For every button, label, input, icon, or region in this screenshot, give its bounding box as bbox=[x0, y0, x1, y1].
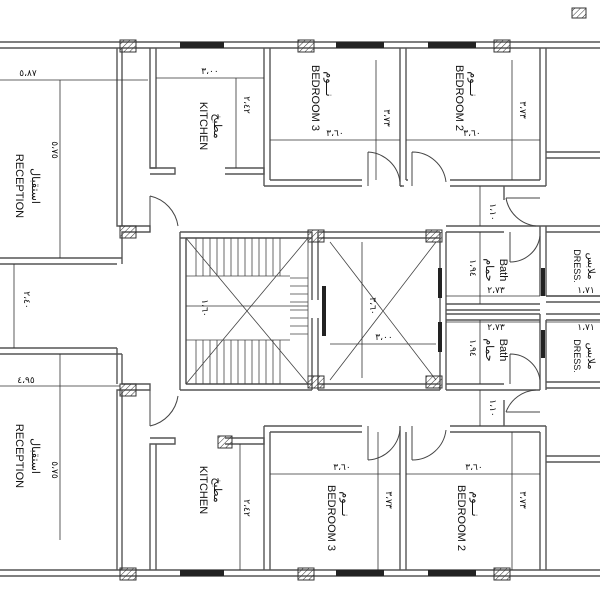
dress-bottom-label: DRESS. bbox=[572, 339, 582, 373]
reception-bottom-ar: استقبال bbox=[29, 438, 41, 474]
door bbox=[509, 232, 541, 263]
column bbox=[119, 39, 137, 53]
dim-bed3-bottom-h: ٣،٧٣ bbox=[383, 491, 393, 509]
dress-top-ar: ملابس bbox=[585, 253, 596, 280]
bath-bottom-label: Bath bbox=[497, 339, 509, 362]
dim-dress-top-w: ١،٧١ bbox=[577, 286, 594, 296]
door bbox=[509, 353, 541, 384]
dim-bed2-bottom-h: ٣،٧٣ bbox=[517, 491, 527, 509]
column bbox=[571, 7, 587, 19]
door bbox=[411, 426, 447, 461]
bedroom3-bottom-label: BEDROOM 3 bbox=[325, 485, 337, 551]
dim-door-bottom: ١،١٠ bbox=[487, 399, 497, 416]
dim-door-top: ١،١٠ bbox=[487, 203, 497, 220]
dress-top-label: DRESS. bbox=[572, 249, 582, 283]
door bbox=[411, 151, 447, 186]
dim-lobby-w: ٣،٠٠ bbox=[375, 333, 392, 343]
window bbox=[438, 322, 442, 352]
dim-corridor-height: ٢،٤٠ bbox=[21, 291, 31, 308]
dimension-lines bbox=[0, 60, 600, 570]
bedroom2-bottom-label: BEDROOM 2 bbox=[455, 485, 467, 551]
door bbox=[505, 389, 540, 413]
kitchen-bottom-label: KITCHEN bbox=[197, 466, 209, 514]
dim-bed2-top-w: ٣،٦٠ bbox=[463, 129, 480, 139]
reception-top-label: RECEPTION bbox=[13, 154, 25, 218]
dim-bed2-top-h: ٣،٧٣ bbox=[517, 101, 527, 119]
door bbox=[505, 197, 540, 227]
column bbox=[425, 229, 443, 243]
window bbox=[438, 268, 442, 298]
door bbox=[367, 151, 401, 186]
bedroom3-top-label: BEDROOM 3 bbox=[309, 65, 321, 131]
column bbox=[217, 435, 233, 449]
dim-bed3-top-w: ٣،٦٠ bbox=[326, 129, 343, 139]
dim-stair-w: ١،٦٠ bbox=[199, 299, 209, 316]
dim-bed2-bottom-w: ٣،٦٠ bbox=[465, 463, 482, 473]
dim-kitchen-top-w: ٣،٠٠ bbox=[201, 67, 218, 77]
window bbox=[180, 570, 224, 576]
dim-kitchen-bottom-h: ٢،٤٢ bbox=[241, 499, 251, 517]
dim-bath-top-h: ١،٩٤ bbox=[467, 259, 477, 277]
column bbox=[493, 567, 511, 581]
bedroom2-bottom-ar: نـــوم bbox=[469, 491, 481, 516]
room-labels: RECEPTION استقبال RECEPTION استقبال KITC… bbox=[13, 65, 596, 551]
column bbox=[297, 567, 315, 581]
column bbox=[119, 383, 137, 397]
reception-bottom-label: RECEPTION bbox=[13, 424, 25, 488]
window bbox=[322, 286, 326, 336]
bath-top-label: Bath bbox=[497, 259, 509, 282]
dim-lobby-h: ٣،٦٠ bbox=[367, 297, 377, 314]
window bbox=[541, 268, 545, 296]
dim-dress-bottom-w: ١،٧١ bbox=[577, 323, 594, 333]
kitchen-top-ar: مطبخ bbox=[211, 113, 223, 138]
kitchen-bottom-ar: مطبخ bbox=[211, 477, 223, 502]
column bbox=[425, 375, 443, 389]
walls bbox=[0, 41, 600, 577]
bedroom2-top-label: BEDROOM 2 bbox=[453, 65, 465, 131]
dim-rec-bottom-width: ٤،٩٥ bbox=[17, 376, 35, 386]
bedroom3-top-ar: نـــوم bbox=[323, 71, 335, 96]
dim-rec-top-height: ٥،٧٥ bbox=[49, 141, 59, 159]
dim-rec-top-width: ٥،٨٧ bbox=[19, 69, 37, 79]
window bbox=[336, 42, 384, 48]
door bbox=[367, 426, 401, 461]
column bbox=[297, 39, 315, 53]
window bbox=[428, 42, 476, 48]
doors bbox=[149, 151, 541, 461]
door bbox=[149, 390, 179, 427]
column bbox=[307, 229, 325, 243]
dim-bath-bottom-h: ١،٩٤ bbox=[467, 339, 477, 357]
staircase bbox=[185, 237, 437, 385]
kitchen-top-label: KITCHEN bbox=[197, 102, 209, 150]
window bbox=[336, 570, 384, 576]
column bbox=[119, 225, 137, 239]
windows bbox=[180, 42, 545, 576]
bedroom2-top-ar: نـــوم bbox=[467, 71, 479, 96]
bath-bottom-ar: حمام bbox=[483, 338, 495, 361]
dim-bath-bottom-w: ٢،٧٣ bbox=[487, 323, 505, 333]
dim-rec-bottom-height: ٥،٧٥ bbox=[49, 461, 59, 479]
dim-bed3-top-h: ٣،٧٣ bbox=[381, 109, 391, 127]
window bbox=[541, 330, 545, 358]
dim-bed3-bottom-w: ٣،٦٠ bbox=[333, 463, 350, 473]
window bbox=[180, 42, 224, 48]
column bbox=[119, 567, 137, 581]
dimension-labels: ٥،٨٧ ٥،٧٥ ٢،٤٠ ٤،٩٥ ٥،٧٥ ٣،٠٠ ٢،٤٢ ٣،٧٣ … bbox=[17, 67, 594, 517]
dim-bath-top-w: ٢،٧٣ bbox=[487, 286, 505, 296]
columns bbox=[119, 7, 587, 581]
column bbox=[493, 39, 511, 53]
bedroom3-bottom-ar: نـــوم bbox=[339, 491, 351, 516]
column bbox=[307, 375, 325, 389]
window bbox=[428, 570, 476, 576]
reception-top-ar: استقبال bbox=[29, 168, 41, 204]
door bbox=[149, 195, 179, 232]
dress-bottom-ar: ملابس bbox=[585, 343, 596, 370]
dim-kitchen-top-h: ٢،٤٢ bbox=[241, 96, 251, 114]
bath-top-ar: حمام bbox=[483, 258, 495, 281]
